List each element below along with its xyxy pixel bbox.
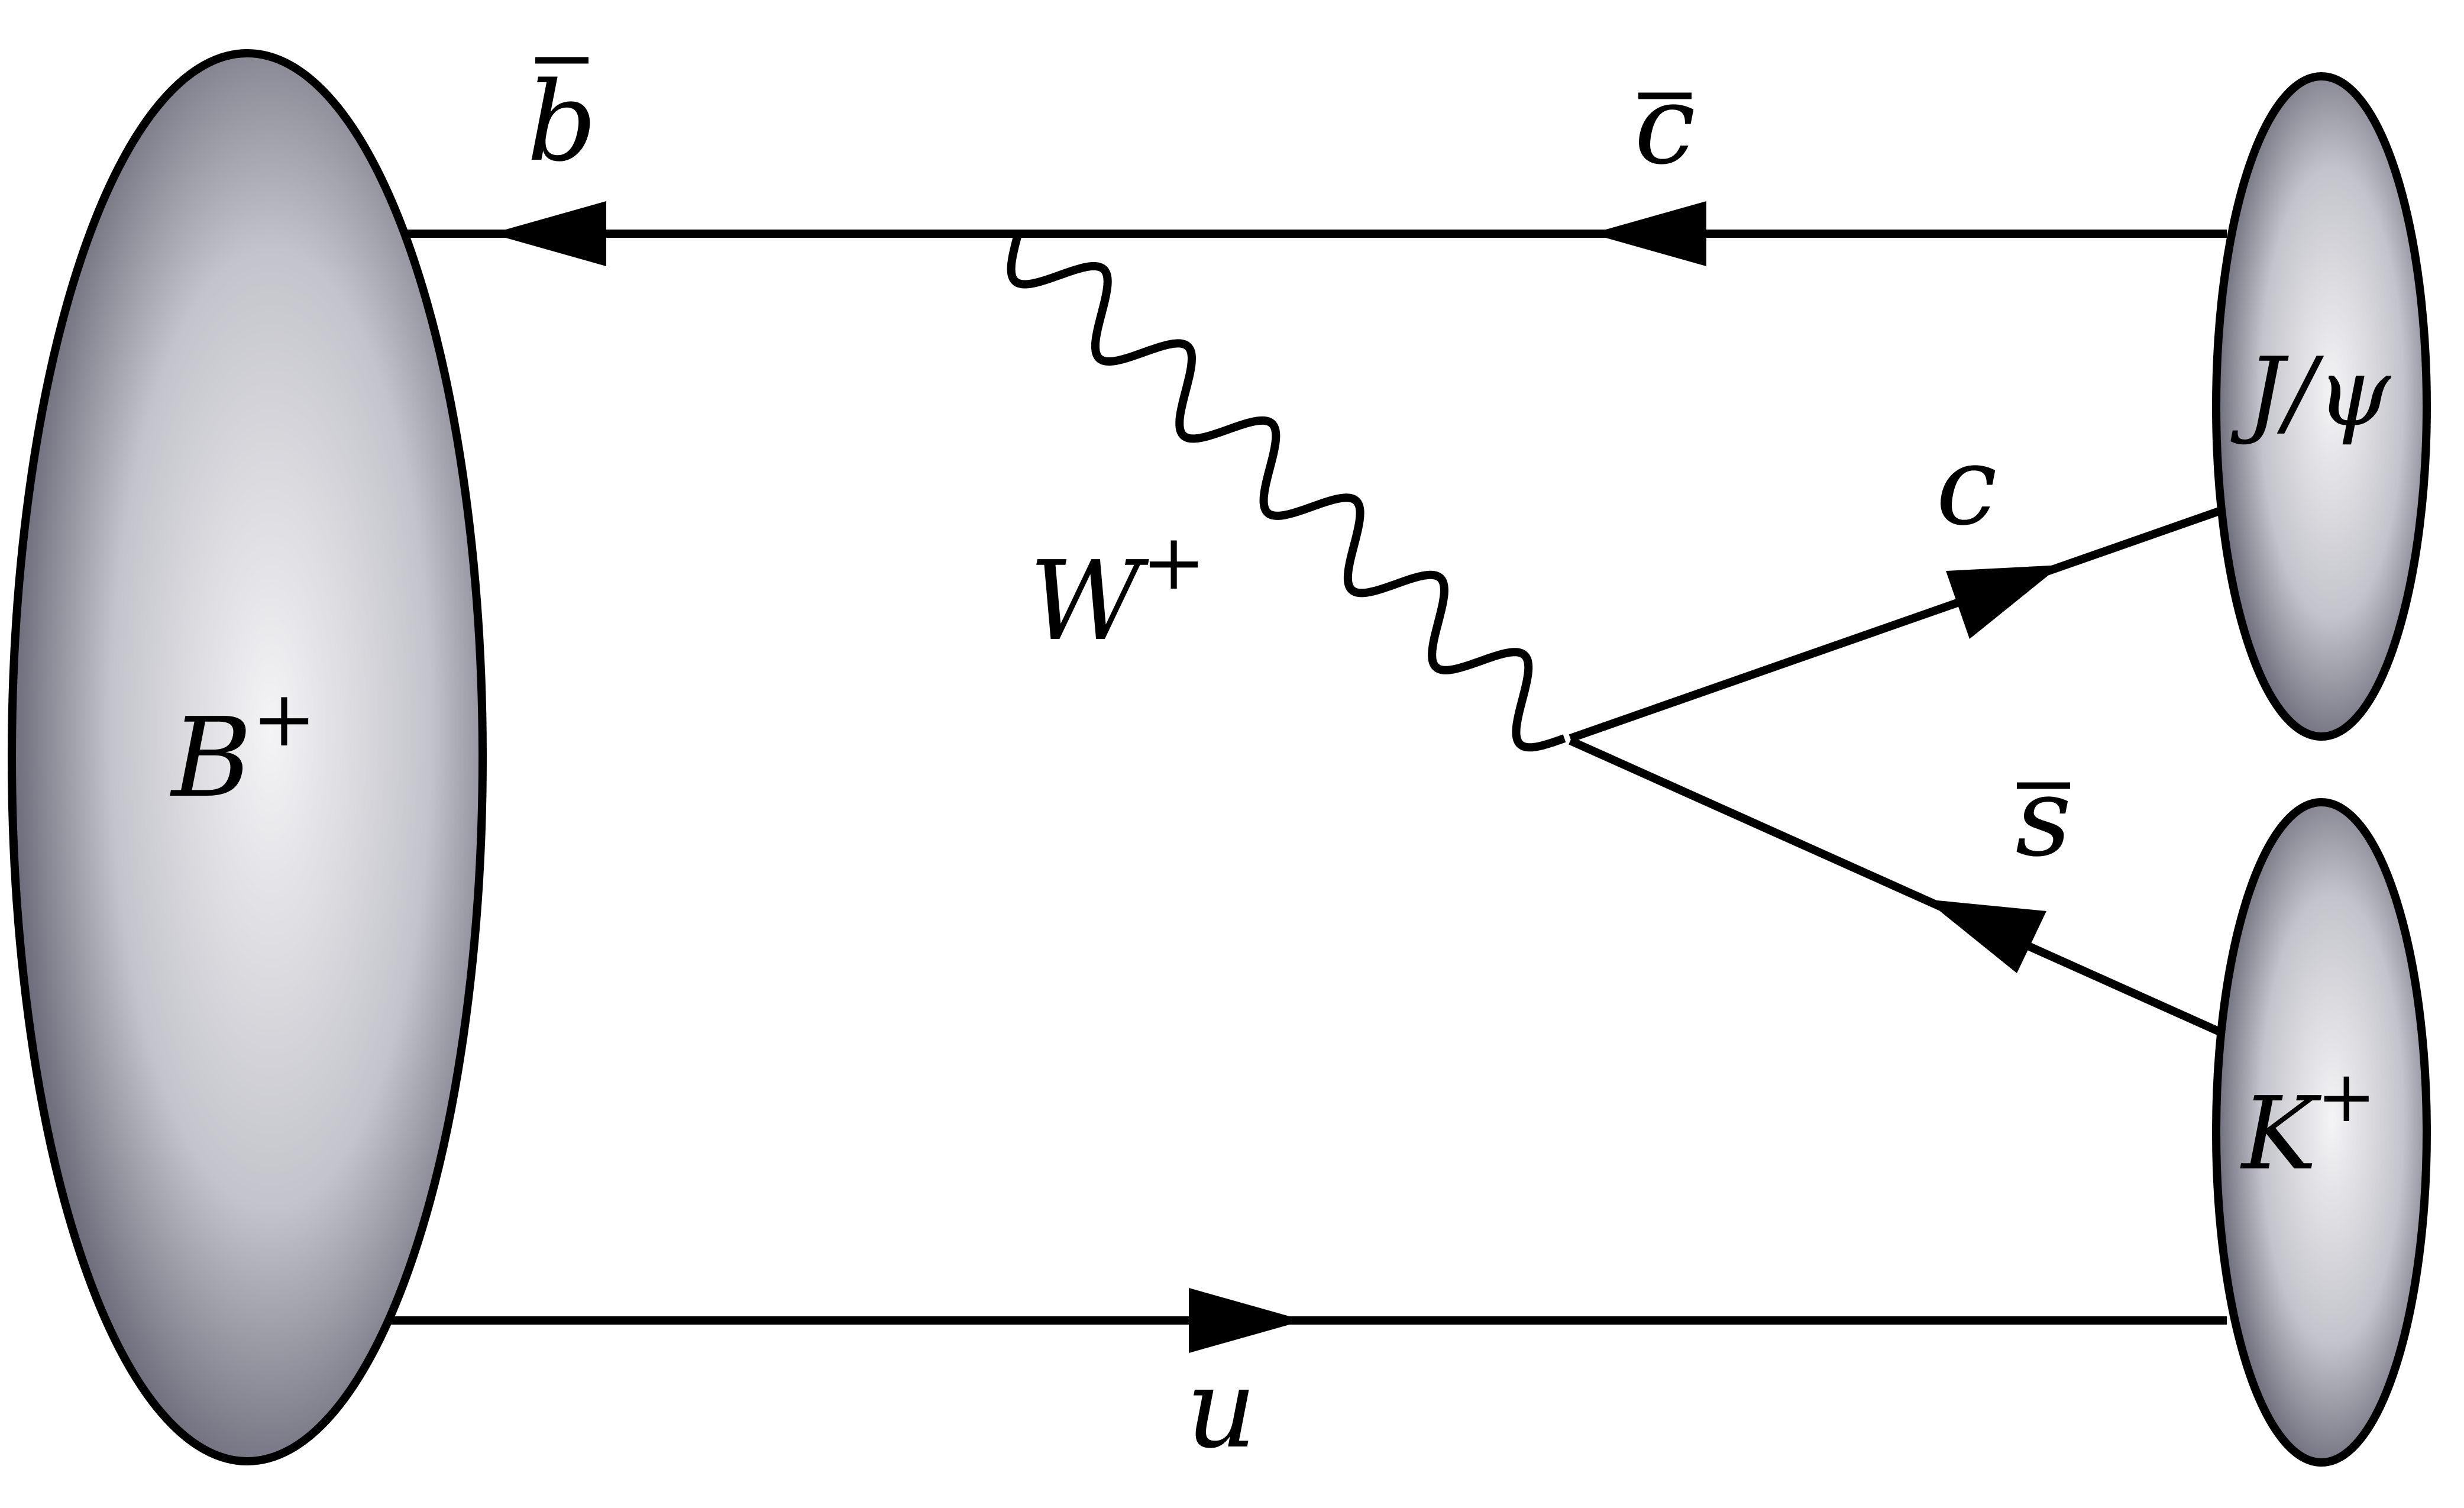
sbar-label: s: [2016, 753, 2072, 881]
jpsi-blob: [2212, 72, 2431, 741]
c-arrow-icon: [1946, 565, 2061, 639]
sbar-label-text: s: [2016, 753, 2072, 881]
c-quark-line: [1569, 506, 2223, 742]
b-meson-blob: [8, 49, 487, 1465]
u-quark-label: u: [1186, 1345, 1256, 1473]
b-meson-label: B+: [170, 674, 316, 822]
cbar-label-text: c: [1634, 61, 1696, 189]
sbar-quark-line: [1569, 737, 2223, 1036]
bbar-arrow-icon: [491, 201, 606, 266]
kaon-label: K+: [2240, 1056, 2376, 1193]
kaon-blob: [2212, 798, 2431, 1467]
bbar-label-text: b: [527, 58, 597, 186]
cbar-label: c: [1634, 61, 1696, 189]
u-arrow-icon: [1189, 1288, 1304, 1353]
c-quark-label: c: [1936, 422, 1997, 550]
bbar-label: b: [527, 57, 597, 186]
sbar-arrow-icon: [1925, 899, 2046, 973]
cbar-arrow-icon: [1591, 201, 1706, 266]
w-boson-label: W+: [1029, 517, 1206, 665]
w-boson-propagator: [1007, 235, 1566, 752]
jpsi-label: J/ψ: [2230, 337, 2391, 447]
